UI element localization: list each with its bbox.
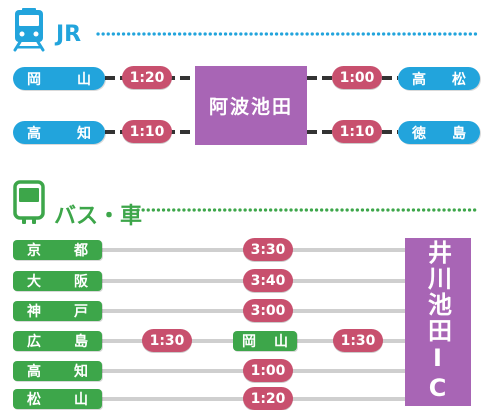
- station-char: 岡: [242, 334, 256, 350]
- station-char: 島: [74, 334, 88, 350]
- station-char: 戸: [74, 304, 88, 320]
- bus-section-title: バス・車: [54, 204, 143, 229]
- station-char: 島: [452, 125, 466, 142]
- bus-time-osaka: 3:40: [243, 269, 293, 292]
- bus-station-kobe: 神戸: [13, 301, 102, 321]
- station-char: 阪: [74, 274, 88, 290]
- station-label: 岡山: [242, 331, 288, 351]
- station-char: 山: [274, 334, 288, 350]
- bus-title-dotted-rule: [136, 208, 481, 212]
- station-char: 広: [27, 334, 41, 350]
- station-char: 京: [27, 243, 41, 259]
- station-char: 松: [27, 392, 41, 408]
- station-label: 徳島: [412, 123, 466, 143]
- bus-via-okayama: 岡山: [233, 331, 297, 351]
- station-label: 松山: [27, 389, 88, 409]
- bus-time-kyoto: 3:30: [243, 238, 293, 261]
- jr-hub-awa-ikeda: 阿波池田: [195, 66, 307, 145]
- station-label: 広島: [27, 331, 88, 351]
- station-label: 高知: [27, 123, 91, 143]
- bus-station-kyoto: 京都: [13, 240, 102, 260]
- station-label: 高松: [412, 69, 466, 89]
- station-char: 都: [74, 243, 88, 259]
- bus-time-matsuyama: 1:20: [243, 387, 293, 410]
- bus-station-hiroshima: 広島: [13, 331, 102, 351]
- station-char: 神: [27, 304, 41, 320]
- station-char: 徳: [412, 125, 426, 142]
- jr-station-tokushima: 徳島: [398, 121, 480, 144]
- station-label: 高知: [27, 361, 88, 381]
- jr-station-okayama: 岡山: [13, 67, 105, 90]
- jr-time-takamatsu: 1:00: [332, 66, 382, 89]
- bus-station-matsuyama: 松山: [13, 389, 102, 409]
- station-char: 松: [452, 71, 466, 88]
- station-label: 大阪: [27, 271, 88, 291]
- bus-station-osaka: 大阪: [13, 271, 102, 291]
- jr-time-kochi: 1:10: [122, 120, 172, 143]
- bus-icon: [13, 180, 45, 224]
- bus-time-okayama-via: 1:30: [333, 329, 383, 352]
- station-char: 大: [27, 274, 41, 290]
- jr-time-okayama: 1:20: [122, 66, 172, 89]
- station-char: 高: [27, 364, 41, 380]
- train-icon: [13, 8, 45, 52]
- hub-label: 井川池田IC: [423, 240, 452, 404]
- station-label: 神戸: [27, 301, 88, 321]
- jr-station-kochi: 高知: [13, 121, 105, 144]
- jr-section-title: JR: [56, 22, 82, 47]
- station-label: 京都: [27, 240, 88, 260]
- station-char: 知: [77, 125, 91, 142]
- bus-time-kochi: 1:00: [243, 359, 293, 382]
- bus-station-kochi: 高知: [13, 361, 102, 381]
- station-char: 高: [27, 125, 41, 142]
- station-char: 岡: [27, 71, 41, 88]
- bus-hub-ikawa-ikeda-ic: 井川池田IC: [405, 238, 471, 406]
- station-label: 岡山: [27, 69, 91, 89]
- bus-time-kobe: 3:00: [243, 299, 293, 322]
- station-char: 知: [74, 364, 88, 380]
- station-char: 山: [77, 71, 91, 88]
- bus-time-hiroshima: 1:30: [142, 329, 192, 352]
- jr-title-dotted-rule: [96, 32, 481, 36]
- station-char: 山: [74, 392, 88, 408]
- jr-station-takamatsu: 高松: [398, 67, 480, 90]
- station-char: 高: [412, 71, 426, 88]
- jr-time-tokushima: 1:10: [332, 120, 382, 143]
